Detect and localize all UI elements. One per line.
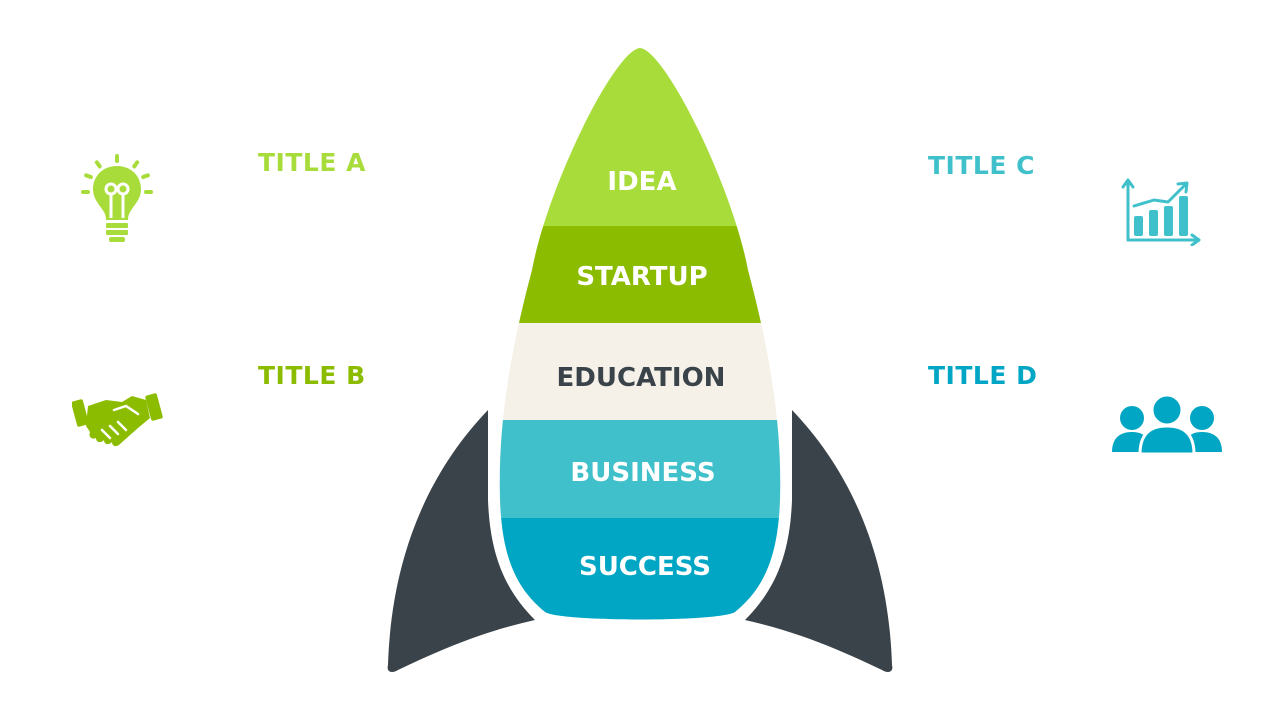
title-d: TITLE D (928, 361, 1038, 390)
growth-chart-icon (1120, 176, 1204, 246)
rocket-segment-label-startup: STARTUP (576, 262, 707, 292)
rocket-segment-education (499, 323, 781, 420)
left-fin (387, 410, 535, 673)
rocket-segment-business (499, 420, 781, 518)
rocket-segment-label-success: SUCCESS (579, 552, 711, 582)
rocket-segment-label-business: BUSINESS (570, 458, 715, 488)
title-b: TITLE B (258, 361, 366, 390)
lightbulb-icon (78, 152, 158, 244)
right-fin (745, 410, 893, 673)
rocket-segment-label-education: EDUCATION (557, 363, 726, 393)
title-a: TITLE A (258, 148, 366, 177)
rocket-segment-idea (499, 48, 781, 226)
rocket-segment-label-idea: IDEA (607, 167, 676, 197)
rocket-segment-success (499, 518, 781, 620)
title-c: TITLE C (928, 151, 1035, 180)
rocket-segment-startup (499, 226, 781, 323)
handshake-icon (72, 390, 164, 456)
people-group-icon (1110, 394, 1224, 456)
